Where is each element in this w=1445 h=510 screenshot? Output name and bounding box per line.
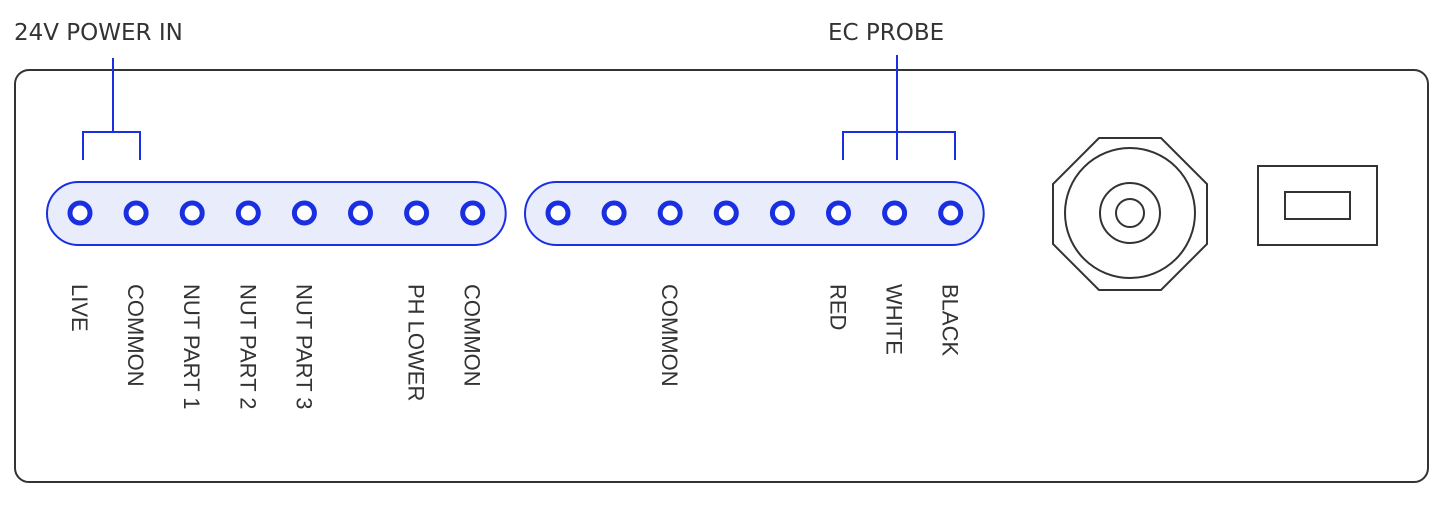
bnc-center-pin <box>1115 198 1145 228</box>
strip-body <box>46 181 507 246</box>
terminal-pin[interactable] <box>404 200 430 226</box>
pin-label: BLACK <box>938 284 963 356</box>
terminal-pin[interactable] <box>826 200 851 226</box>
terminal-pin[interactable] <box>882 200 908 226</box>
controller-enclosure <box>14 69 1429 483</box>
terminal-pin[interactable] <box>938 200 964 226</box>
pin-label: LIVE <box>67 284 92 332</box>
pin-label: COMMON <box>657 284 682 387</box>
terminal-pin[interactable] <box>348 200 373 226</box>
pin-label: NUT PART 1 <box>179 284 204 410</box>
terminal-pin[interactable] <box>460 200 486 226</box>
terminal-pin[interactable] <box>769 200 795 226</box>
left-terminal-strip: LIVE COMMON NUT PART 1 NUT PART 2 NUT PART 3… <box>46 181 507 410</box>
terminal-pin[interactable] <box>235 200 261 226</box>
strip-body <box>524 181 985 246</box>
bnc-middle-ring <box>1099 182 1161 244</box>
ec-probe-header: EC PROBE <box>828 20 944 46</box>
pin-label: COMMON <box>460 284 485 387</box>
bnc-hex-nut <box>1052 137 1208 291</box>
terminal-pin[interactable] <box>601 200 627 226</box>
terminal-pin[interactable] <box>713 200 739 226</box>
power-in-bracket <box>82 58 141 160</box>
bnc-connector[interactable] <box>1052 137 1208 291</box>
pin-label: COMMON <box>123 284 148 387</box>
pin-label: NUT PART 3 <box>291 284 316 410</box>
power-in-header: 24V POWER IN <box>14 20 183 46</box>
usb-port[interactable] <box>1257 165 1378 246</box>
terminal-pin[interactable] <box>67 200 93 226</box>
terminal-pin[interactable] <box>123 200 149 226</box>
ec-probe-bracket <box>842 55 956 160</box>
terminal-pin[interactable] <box>179 200 205 226</box>
pin-label: NUT PART 2 <box>235 284 260 410</box>
right-terminal-strip: COMMON RED WHITE BLACK <box>524 181 985 387</box>
usb-port-housing <box>1257 165 1378 246</box>
terminal-pin[interactable] <box>657 200 683 226</box>
usb-port-slot <box>1284 191 1351 220</box>
terminal-pin[interactable] <box>545 200 571 226</box>
terminal-pin[interactable] <box>291 200 317 226</box>
pin-label: PH LOWER <box>404 284 429 401</box>
pin-label: WHITE <box>882 284 907 355</box>
bnc-outer-ring <box>1064 147 1196 279</box>
pin-label: RED <box>826 284 851 330</box>
